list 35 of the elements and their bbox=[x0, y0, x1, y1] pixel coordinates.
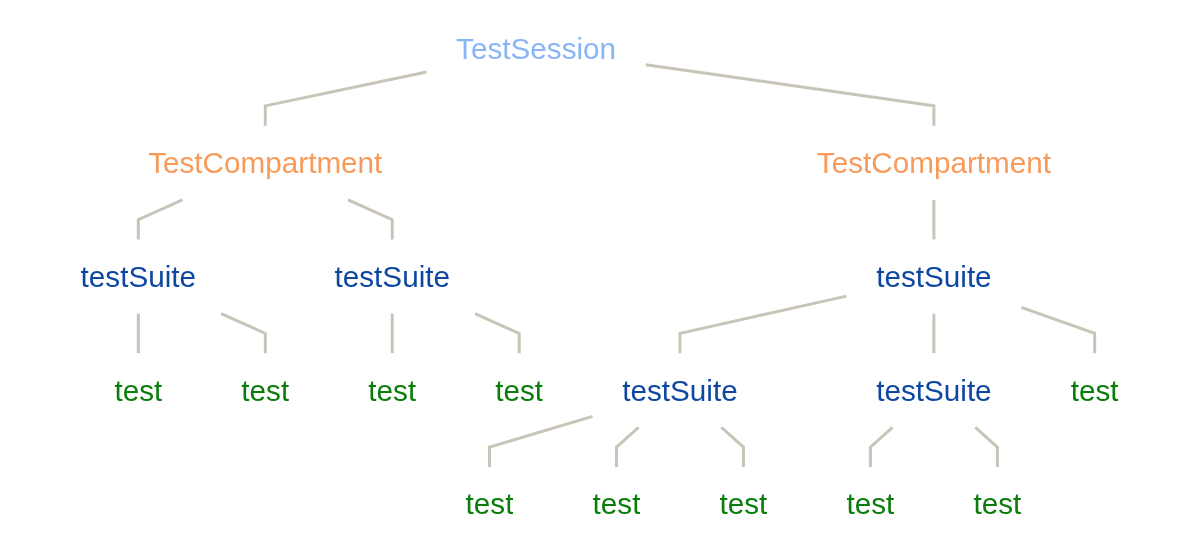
node-text: testSuite bbox=[80, 259, 197, 293]
connector bbox=[488, 414, 594, 467]
node-text: testSuite bbox=[876, 373, 993, 407]
node-text: test bbox=[973, 487, 1022, 520]
node-text: TestSession bbox=[456, 32, 617, 65]
node-text: test bbox=[466, 487, 514, 520]
node-text: test bbox=[1071, 373, 1119, 407]
node-text: testSuite bbox=[876, 259, 993, 293]
connector bbox=[391, 313, 395, 353]
connector bbox=[137, 198, 184, 239]
node-text: test bbox=[495, 373, 544, 407]
connector bbox=[869, 425, 894, 467]
connector bbox=[932, 199, 936, 239]
connector bbox=[474, 311, 522, 353]
connector bbox=[347, 198, 395, 239]
node-text: TestCompartment bbox=[817, 145, 1052, 179]
node-text: TestCompartment bbox=[148, 145, 383, 179]
node-text: test bbox=[592, 487, 641, 520]
connector bbox=[615, 425, 640, 467]
connector bbox=[645, 62, 936, 126]
node-text: testSuite bbox=[334, 259, 451, 293]
node-text: test bbox=[114, 373, 163, 407]
connector bbox=[720, 425, 746, 467]
connector bbox=[137, 313, 141, 353]
connector bbox=[220, 311, 268, 353]
node-text: test bbox=[846, 487, 895, 520]
node-text: test bbox=[719, 487, 768, 520]
connector bbox=[932, 313, 936, 353]
connector bbox=[974, 425, 1000, 467]
node-text: test bbox=[241, 373, 290, 407]
connector bbox=[1021, 305, 1097, 353]
node-text: testSuite bbox=[622, 373, 739, 407]
node-text: test bbox=[368, 373, 417, 407]
connector bbox=[678, 294, 848, 353]
connector bbox=[264, 70, 428, 126]
